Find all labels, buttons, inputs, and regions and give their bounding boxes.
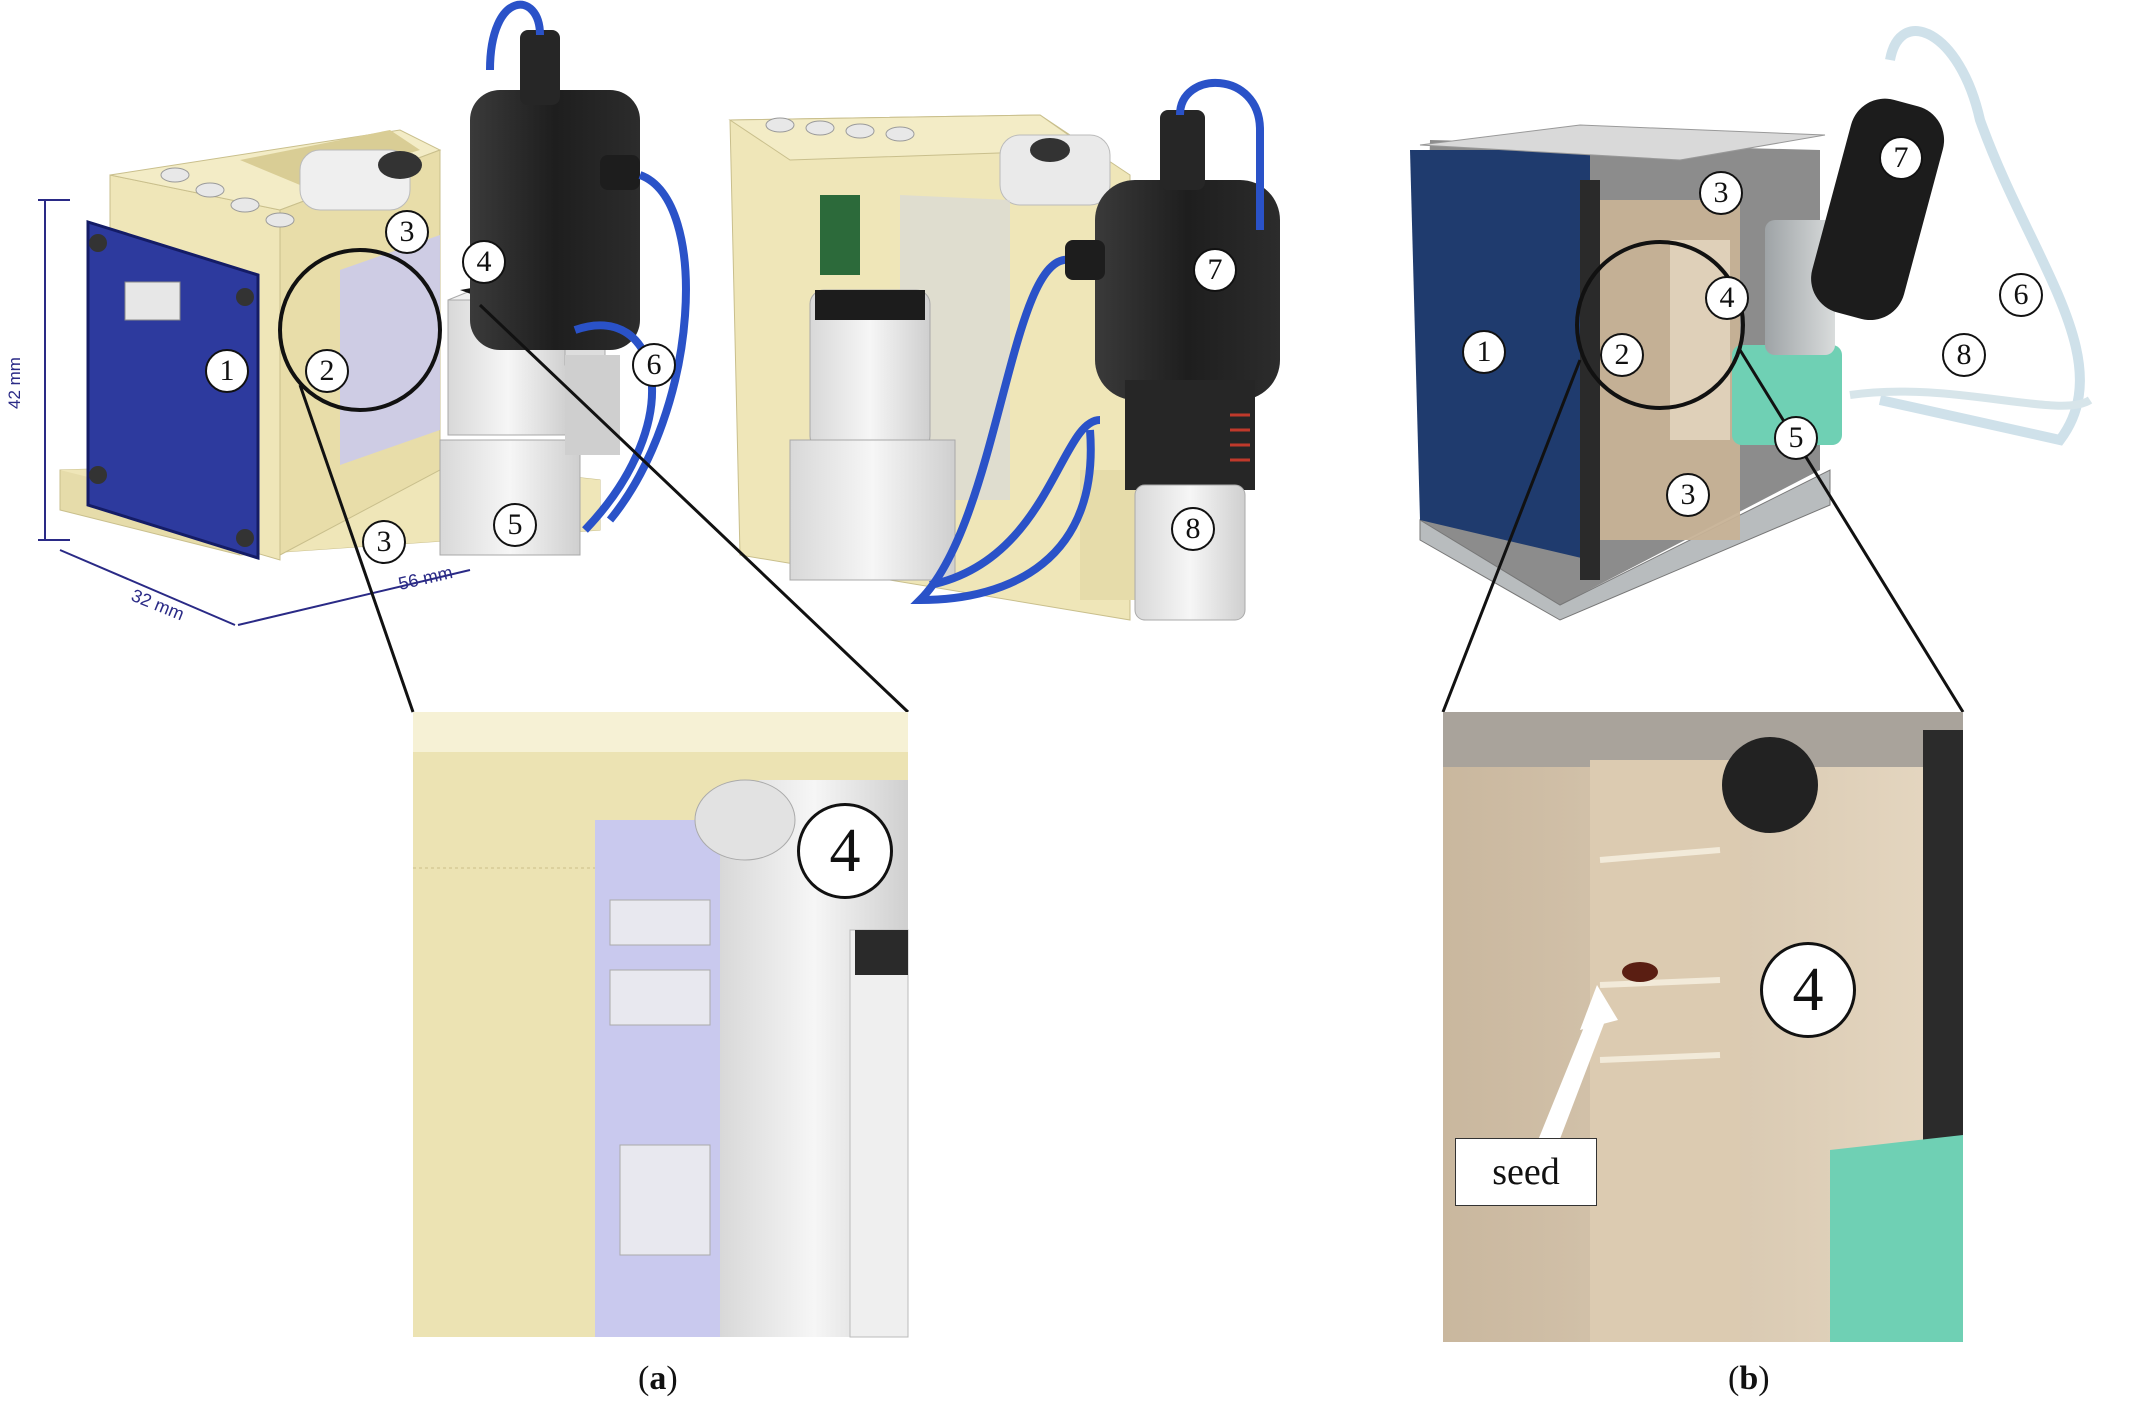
callout-4: 4 — [462, 240, 506, 284]
dimension-lines — [38, 199, 471, 626]
bolt-holes — [160, 167, 295, 228]
callout-7: 7 — [1193, 248, 1237, 292]
magnifier-lens-a — [278, 248, 910, 714]
callout-b-4: 4 — [1705, 276, 1749, 320]
callout-3: 3 — [385, 210, 429, 254]
callout-b-7: 7 — [1879, 136, 1923, 180]
seed-icon — [1622, 962, 1658, 982]
callout-3-lower: 3 — [362, 520, 406, 564]
callout-b-8: 8 — [1942, 333, 1986, 377]
callout-8: 8 — [1171, 507, 1215, 551]
panel-label-a: (a) — [638, 1360, 678, 1397]
callout-b-1: 1 — [1462, 330, 1506, 374]
render-assembled-view — [59, 0, 690, 561]
callout-b-6: 6 — [1999, 273, 2043, 317]
magnifier-lens-b — [1441, 240, 1965, 713]
pump-housing-rear — [1095, 180, 1280, 400]
callout-b-5: 5 — [1774, 416, 1818, 460]
panel-label-b: (b) — [1728, 1360, 1770, 1397]
pump-photo — [1811, 98, 1945, 321]
callout-1: 1 — [205, 349, 249, 393]
seed-label: seed — [1455, 1138, 1597, 1206]
callout-2: 2 — [305, 349, 349, 393]
render-rear-view — [728, 79, 1280, 621]
callout-zoom-4b: 4 — [1760, 942, 1856, 1038]
callout-5: 5 — [493, 503, 537, 547]
dimension-width: 56 mm — [396, 562, 454, 594]
zoom-inset-b — [1443, 712, 1963, 1342]
callout-b-3-lower: 3 — [1666, 473, 1710, 517]
teal-cap — [1732, 345, 1842, 445]
dimension-height: 42 mm — [5, 357, 24, 409]
callout-zoom-4a: 4 — [797, 803, 893, 899]
callout-b-2: 2 — [1600, 333, 1644, 377]
callout-6: 6 — [632, 343, 676, 387]
pump-housing — [470, 90, 640, 350]
tubing-a1 — [486, 0, 544, 71]
callout-b-3: 3 — [1699, 171, 1743, 215]
